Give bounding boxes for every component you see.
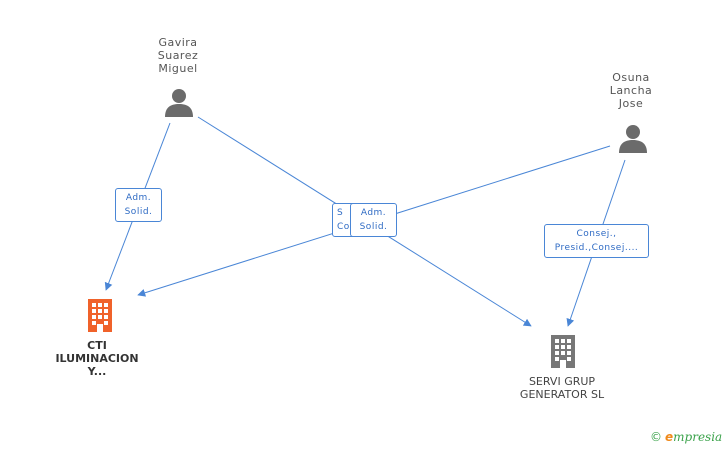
edge-label-osuna-servi[interactable]: Consej., Presid.,Consej.... — [544, 224, 649, 258]
brand-logo-e: e — [665, 430, 674, 444]
building-icon-orange[interactable] — [84, 297, 116, 333]
copyright-icon: © — [650, 430, 662, 444]
person-name-osuna[interactable]: Osuna Lancha Jose — [609, 71, 653, 110]
person-icon[interactable] — [617, 124, 649, 154]
person-name-gavira[interactable]: Gavira Suarez Miguel — [157, 36, 199, 75]
building-icon-gray[interactable] — [547, 333, 579, 369]
company-name-cti[interactable]: CTI ILUMINACION Y... — [55, 339, 139, 378]
footer-credit: ©empresia — [650, 430, 722, 444]
brand-name: mpresia — [673, 430, 723, 444]
company-name-servi-grup[interactable]: SERVI GRUP GENERATOR SL — [519, 375, 605, 401]
edge-label-gavira-cti[interactable]: Adm. Solid. — [115, 188, 162, 222]
person-icon[interactable] — [163, 88, 195, 118]
edge-label-osuna-cti[interactable]: Adm. Solid. — [350, 203, 397, 237]
